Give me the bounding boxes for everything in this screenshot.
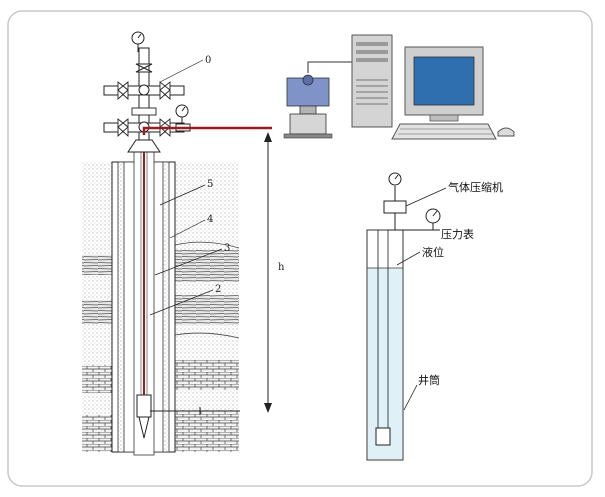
- strata-right: [174, 162, 240, 452]
- depth-label-h: h: [278, 262, 285, 273]
- label-5: 5: [207, 179, 213, 190]
- label-liquid-level: 液位: [422, 245, 444, 259]
- data-cable: [307, 61, 358, 73]
- label-compressor: 气体压缩机: [448, 180, 503, 194]
- wellhead-assembly: 0: [103, 31, 211, 141]
- label-0: 0: [205, 55, 211, 66]
- label-3: 3: [224, 243, 230, 254]
- water-column: [368, 268, 402, 459]
- strata-left: [82, 162, 112, 452]
- computer-icon: [351, 34, 515, 140]
- wellhead-cone: [127, 139, 161, 153]
- label-wellbore: 井筒: [418, 373, 440, 387]
- label-2: 2: [215, 284, 221, 295]
- pressure-transmitter: [283, 74, 333, 139]
- well-cross-section: 5 4 3 2: [82, 59, 240, 456]
- downhole-sensor: [136, 394, 152, 439]
- label-pressure-gauge: 压力表: [441, 227, 474, 241]
- label-4: 4: [207, 214, 213, 225]
- depth-dimension: h: [264, 132, 285, 413]
- signal-cable: [142, 126, 272, 135]
- principle-diagram: 气体压缩机 压力表 液位 井筒: [366, 172, 503, 461]
